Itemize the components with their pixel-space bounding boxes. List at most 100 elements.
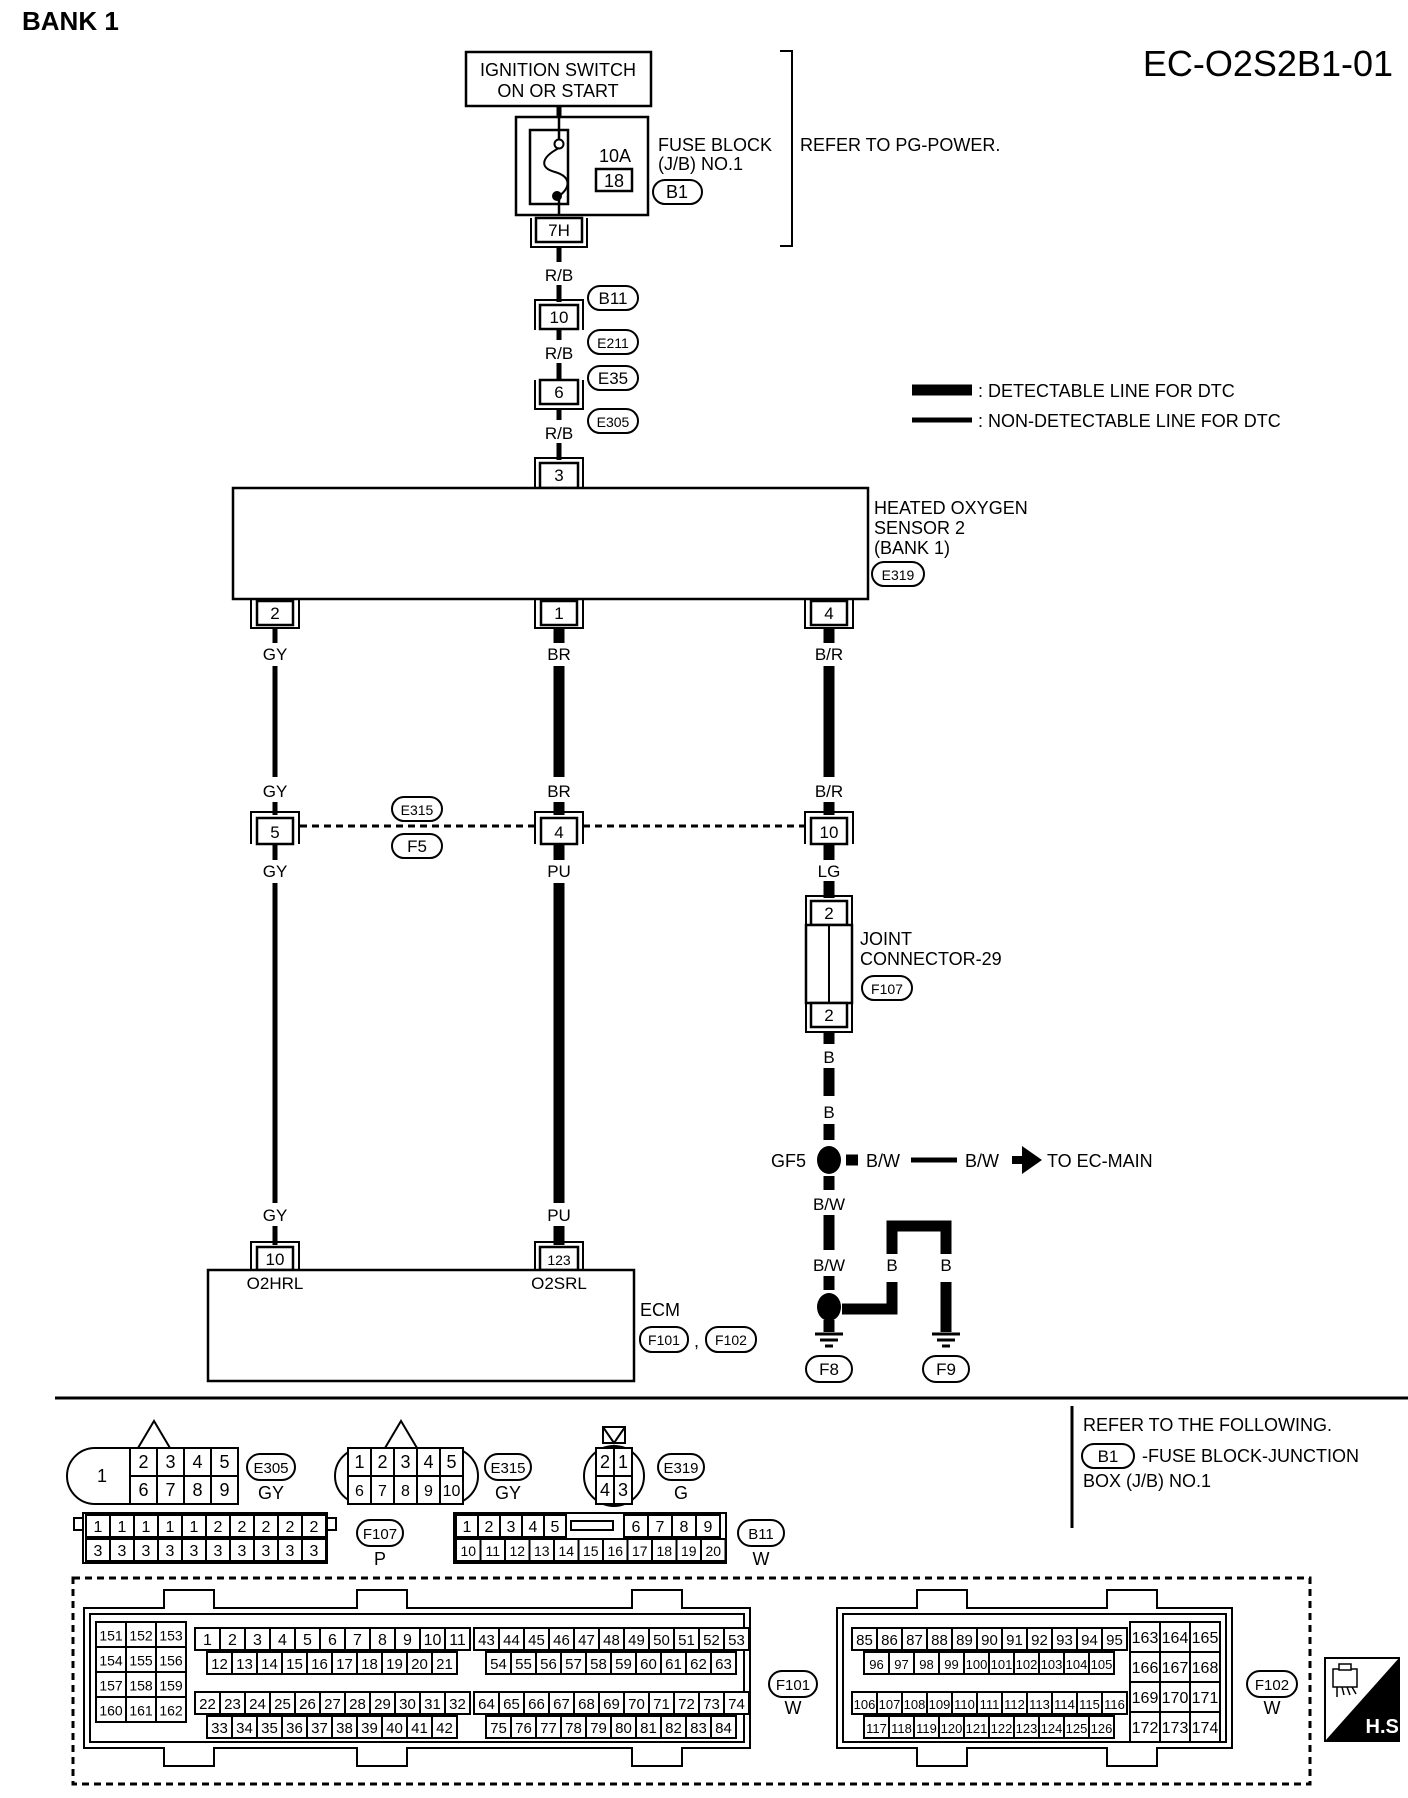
to-ec-main-link[interactable]: TO EC-MAIN: [1047, 1151, 1153, 1171]
wire-gy-top: GY: [263, 645, 288, 664]
f5-connector: F5: [407, 837, 427, 856]
wire-b-1: B: [886, 1256, 897, 1275]
pin-number: 55: [515, 1656, 532, 1673]
pin-number: 1: [190, 1519, 199, 1536]
pin-cell: [155, 1671, 187, 1698]
sensor-label2: SENSOR 2: [874, 518, 965, 538]
pin-cell: [444, 1691, 471, 1715]
ecm-connector-sep: ,: [694, 1331, 699, 1351]
pin-number: 3: [118, 1543, 127, 1560]
joint-label1: JOINT: [860, 929, 912, 949]
pin-cell: [710, 1715, 737, 1739]
pin-cell: [543, 1514, 567, 1538]
e315-color: GY: [495, 1483, 521, 1503]
inline-housing: [804, 811, 854, 844]
pin-number: 160: [99, 1703, 123, 1719]
pin-number: 23: [224, 1696, 241, 1713]
pin-number: 3: [142, 1543, 151, 1560]
pin-number: 20: [705, 1543, 721, 1559]
wire-bw-1: B/W: [866, 1151, 900, 1171]
pin-number: 3: [190, 1543, 199, 1560]
f102-label-pill: [1246, 1670, 1298, 1698]
pin-cell: [1101, 1691, 1128, 1715]
pin-cell: [1159, 1621, 1191, 1653]
pin-number: 2: [286, 1519, 295, 1536]
pin-number: 71: [653, 1696, 670, 1713]
pin-number: 2: [214, 1519, 223, 1536]
e35-terminal: 6: [554, 383, 563, 402]
f107-latch: [326, 1517, 337, 1531]
inline-housing: [250, 811, 300, 844]
pin-number: 10: [424, 1632, 442, 1649]
pin-number: 24: [249, 1696, 266, 1713]
pin-number: 70: [628, 1696, 645, 1713]
f101-shell: [83, 1589, 751, 1767]
pin-number: 51: [678, 1632, 695, 1649]
pin-cell: [155, 1646, 187, 1673]
pin-number: 7: [353, 1632, 362, 1649]
sensor-pin-4-circuit: [804, 599, 854, 860]
pin-number: 121: [966, 1721, 988, 1736]
pin-number: 152: [129, 1628, 153, 1644]
e305-connector: E305: [597, 414, 630, 430]
pin-number: 74: [728, 1696, 745, 1713]
pin-number: 34: [236, 1720, 253, 1737]
ground-f9-icon: [932, 1332, 960, 1348]
pin-number: 115: [1079, 1697, 1100, 1712]
f101-color: W: [785, 1698, 802, 1718]
pin-number: 31: [424, 1696, 441, 1713]
pin-cell: [431, 1715, 458, 1739]
wire-rb-3: R/B: [545, 424, 573, 443]
e315-key-icon: [384, 1419, 418, 1449]
pin-number: 33: [211, 1720, 228, 1737]
pin-number: 3: [165, 1452, 175, 1472]
pin-cell: [301, 1514, 327, 1538]
pin-number: 80: [615, 1720, 632, 1737]
ecm-terminal-10: 10: [266, 1250, 285, 1269]
pin-number: 174: [1192, 1720, 1219, 1737]
harness-side-badge: H.S.: [1324, 1657, 1404, 1742]
pin-number: 9: [403, 1632, 412, 1649]
pin-number: 62: [690, 1656, 707, 1673]
wire-pu-below: PU: [547, 862, 571, 881]
legend: : DETECTABLE LINE FOR DTC : NON-DETECTAB…: [912, 381, 1281, 431]
joint-connector-id: F107: [871, 981, 903, 997]
e305-label: E305: [253, 1460, 288, 1477]
f101-inner: [89, 1613, 745, 1743]
f107-latch: [73, 1517, 84, 1531]
e315-label-pill: [484, 1453, 532, 1481]
wire-bw-down1: B/W: [813, 1195, 845, 1214]
ignition-line2: ON OR START: [497, 81, 618, 101]
pin-number: 3: [214, 1543, 223, 1560]
inline-terminal: 10: [820, 823, 839, 842]
pin-number: 25: [274, 1696, 291, 1713]
f102-label: F102: [1255, 1677, 1289, 1694]
pin-number: 22: [199, 1696, 216, 1713]
pin-number: 10: [460, 1543, 476, 1559]
bracket: [780, 50, 793, 247]
pin-number: 119: [916, 1721, 937, 1736]
pin-number: 98: [919, 1657, 933, 1672]
refer-box-line2: -FUSE BLOCK-JUNCTION: [1142, 1446, 1359, 1466]
sensor-label1: HEATED OXYGEN: [874, 498, 1028, 518]
pin-number: 7: [378, 1483, 387, 1500]
arrow-right-icon: [1012, 1146, 1042, 1174]
pin-number: 110: [954, 1697, 975, 1712]
pin-number: 48: [603, 1632, 620, 1649]
pin-number: 2: [238, 1519, 247, 1536]
pin-number: 5: [551, 1519, 560, 1536]
f107-label: F107: [363, 1526, 397, 1543]
pin-cell: [1189, 1711, 1221, 1743]
pin-number: 10: [443, 1483, 461, 1500]
sensor-terminal: 4: [824, 604, 833, 623]
pin-cell: [1088, 1651, 1115, 1675]
pin-number: 1: [354, 1452, 364, 1472]
wire-lg-below: LG: [818, 862, 841, 881]
b11-connector: B11: [599, 289, 628, 308]
pin-number: 68: [578, 1696, 595, 1713]
pin-number: 12: [509, 1543, 525, 1559]
pin-number: 2: [485, 1519, 494, 1536]
inline-terminal: 5: [270, 823, 279, 842]
pin-cell: [156, 1475, 185, 1505]
